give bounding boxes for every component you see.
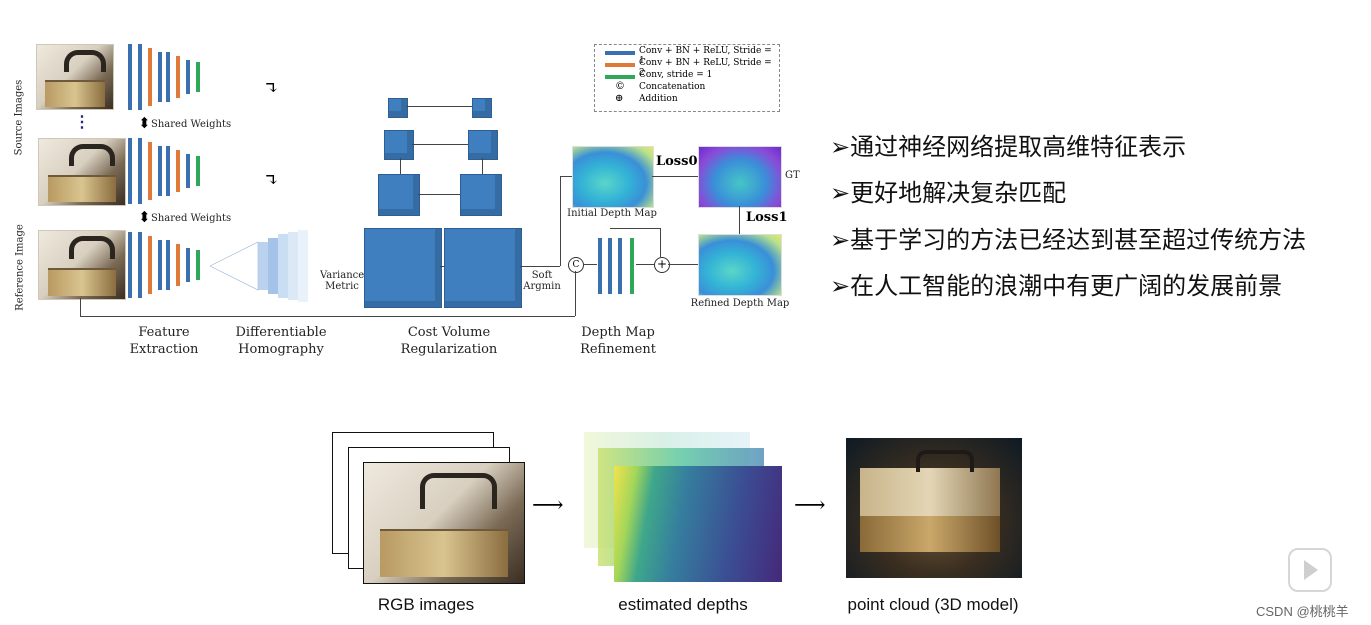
play-button[interactable]	[1288, 548, 1332, 592]
ellipsis-dots: ⋮	[74, 112, 90, 131]
legend-item-4: Concatenation	[639, 82, 706, 92]
diagram-legend: Conv + BN + ReLU, Stride = 1 Conv + BN +…	[594, 44, 780, 112]
legend-swatch-orange	[605, 63, 635, 67]
bullet-item: ➢通过神经网络提取高维特征表示	[830, 133, 1187, 161]
gt-label: GT	[785, 170, 800, 181]
play-icon	[1304, 560, 1318, 580]
source-image-2	[38, 138, 126, 206]
refined-depth-map	[698, 234, 782, 296]
initial-depth-map-label: Initial Depth Map	[567, 208, 657, 219]
soft-argmin-label: Soft Argmin	[523, 270, 561, 292]
shared-weights-label-2: Shared Weights	[151, 213, 232, 224]
loss0-label: Loss0	[656, 154, 698, 169]
shared-weights-label-1: Shared Weights	[151, 119, 232, 130]
source-images-label: Source Images	[13, 79, 25, 156]
shared-weights-arrow-1: ⬍	[138, 114, 151, 132]
source-image-1	[36, 44, 114, 110]
addition-node: +	[654, 257, 670, 273]
warp-arrow-1: ↴	[264, 78, 280, 99]
legend-item-5: Addition	[639, 94, 678, 104]
initial-depth-map	[572, 146, 654, 208]
reference-image-label: Reference Image	[14, 224, 26, 311]
pipeline-label-rgb: RGB images	[377, 595, 475, 614]
bullet-item: ➢更好地解决复杂匹配	[830, 179, 1067, 207]
legend-swatch-blue	[605, 51, 635, 55]
loss1-label: Loss1	[746, 210, 788, 225]
legend-add-symbol: ⊕	[615, 93, 624, 104]
point-cloud-model	[846, 438, 1022, 578]
legend-item-2: Conv + BN + ReLU, Stride = 2	[639, 58, 772, 78]
watermark: CSDN @桃桃羊	[1256, 604, 1349, 619]
arrow-right-icon: ⟶	[794, 493, 826, 518]
warp-arrow-2: ↴	[264, 170, 280, 191]
legend-item-1: Conv + BN + ReLU, Stride = 1	[639, 46, 772, 66]
reference-image	[38, 230, 126, 300]
shared-weights-arrow-2: ⬍	[138, 208, 151, 226]
legend-swatch-green	[605, 75, 635, 79]
pipeline-label-pointcloud: point cloud (3D model)	[847, 595, 1019, 614]
refined-depth-map-label: Refined Depth Map	[690, 298, 790, 309]
arrow-right-icon: ⟶	[532, 493, 564, 518]
concat-node: C	[568, 257, 584, 273]
gt-depth-map	[698, 146, 782, 208]
bullet-item: ➢基于学习的方法已经达到甚至超过传统方法	[830, 226, 1307, 254]
pipeline-label-depths: estimated depths	[618, 595, 748, 614]
legend-concat-symbol: ©	[615, 81, 625, 92]
mvsnet-diagram: Source Images Reference Image ⋮ ⬍	[0, 0, 810, 370]
legend-item-3: Conv, stride = 1	[639, 70, 713, 80]
bullet-item: ➢在人工智能的浪潮中有更广阔的发展前景	[830, 272, 1283, 300]
homography-planes	[209, 228, 320, 308]
variance-metric-label: Variance Metric	[320, 270, 365, 292]
